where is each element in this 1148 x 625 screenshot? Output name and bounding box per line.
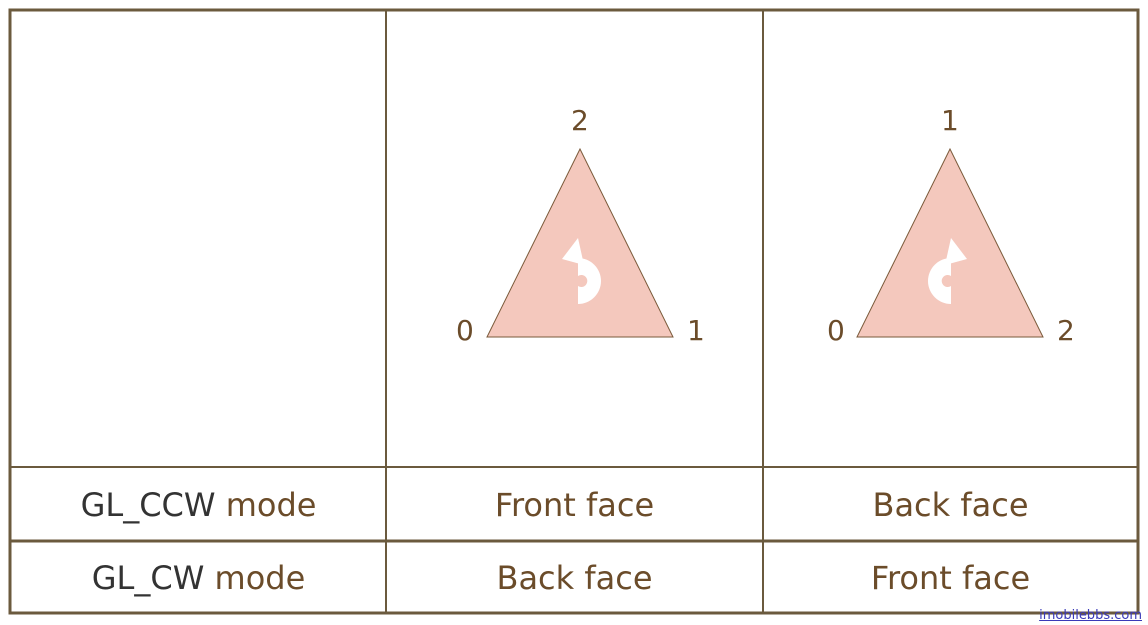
back-vertex-top-label: 1 [941, 104, 959, 137]
table-row-ccw-mode-label: GL_CCW mode [12, 469, 385, 541]
mode-word: mode [225, 486, 317, 524]
mode-name: GL_CCW [80, 486, 216, 524]
counterclockwise-arrow-icon [562, 238, 601, 304]
table-row-cw-col3: Front face [870, 559, 1031, 597]
table-row-cw-col2: Back face [496, 559, 653, 597]
front-vertex-right-label: 1 [687, 314, 705, 347]
front-vertex-left-label: 0 [456, 314, 474, 347]
back-vertex-right-label: 2 [1057, 314, 1075, 347]
back-vertex-left-label: 0 [827, 314, 845, 347]
front-vertex-top-label: 2 [571, 104, 589, 137]
table-row-cw-mode-label: GL_CW mode [12, 543, 385, 613]
mode-word: mode [214, 559, 306, 597]
clockwise-arrow-icon [928, 238, 967, 304]
table-border [8, 8, 1140, 615]
watermark-link[interactable]: imobilebbs.com [1039, 608, 1142, 623]
front-triangle [486, 147, 674, 338]
table-row-ccw-col2: Front face [494, 486, 655, 524]
table-row-ccw-col3: Back face [872, 486, 1029, 524]
mode-name: GL_CW [91, 559, 205, 597]
